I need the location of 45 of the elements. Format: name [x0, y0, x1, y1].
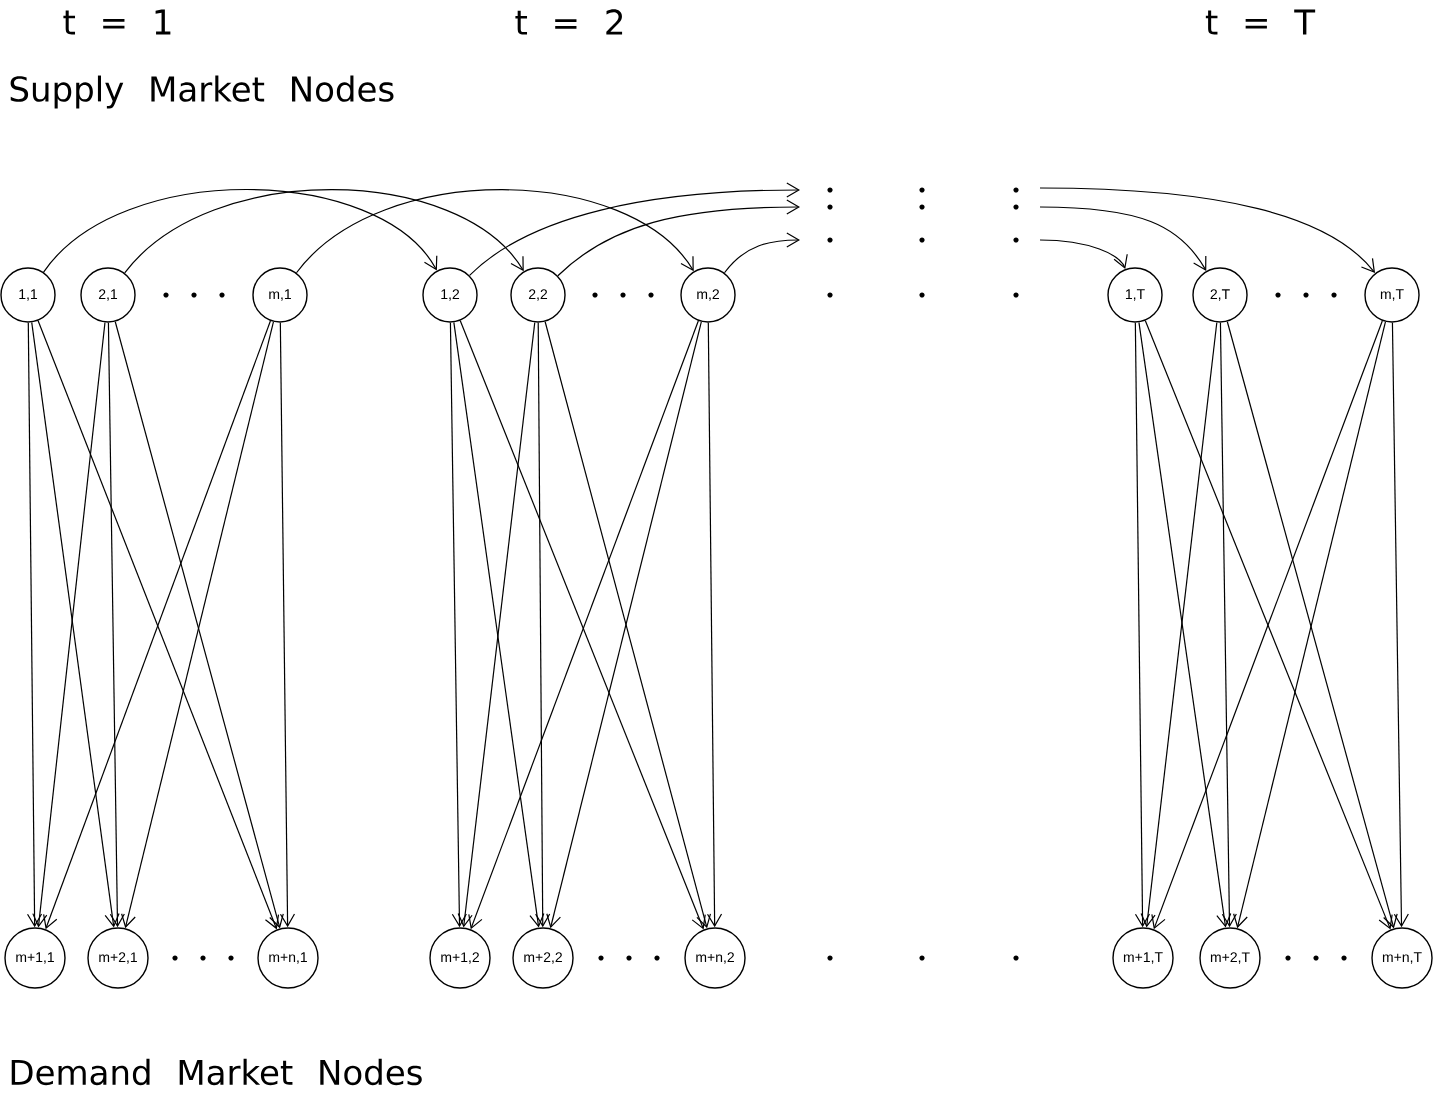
arrow	[449, 322, 467, 928]
arrow	[1140, 321, 1218, 928]
arrow	[1391, 322, 1409, 928]
circle-node: m+n,T	[1371, 927, 1433, 989]
circle-node: m,1	[252, 267, 308, 323]
arrow	[469, 182, 800, 277]
circle-node: 2,T	[1192, 267, 1248, 323]
time-label: t = 1	[63, 9, 171, 35]
arrow	[279, 322, 296, 928]
arrow	[1039, 206, 1207, 271]
time-label: t = T	[1205, 9, 1316, 35]
arrow	[557, 199, 800, 277]
arrow	[535, 322, 551, 928]
circle-node: 1,T	[1107, 267, 1163, 323]
arrow	[26, 322, 43, 928]
circle-node: m+1,T	[1112, 927, 1174, 989]
arrow	[295, 189, 694, 274]
arrow	[1134, 322, 1151, 928]
circle-node: 1,1	[0, 267, 56, 323]
circle-node: 1,2	[422, 267, 478, 323]
arrow	[1039, 239, 1128, 270]
arrow	[1219, 322, 1237, 928]
arrow	[723, 232, 800, 274]
circle-node: m+2,1	[87, 927, 149, 989]
arrow	[706, 322, 723, 928]
circle-node: m,2	[680, 267, 736, 323]
heading-label: Demand Market Nodes	[11, 1058, 422, 1086]
circle-node: m+2,2	[512, 927, 574, 989]
arrow	[1138, 321, 1232, 928]
circle-node: m+n,2	[684, 927, 746, 989]
arrow	[32, 321, 106, 928]
arrow	[1039, 187, 1376, 274]
arrow	[107, 322, 125, 928]
circle-node: m+n,1	[257, 927, 319, 989]
circle-node: 2,1	[80, 267, 136, 323]
circle-node: m,T	[1364, 267, 1420, 323]
heading-label: Supply Market Nodes	[10, 75, 394, 109]
arrow	[43, 188, 438, 273]
arrow	[124, 189, 524, 274]
time-label: t = 2	[515, 9, 623, 35]
circle-node: m+2,T	[1199, 927, 1261, 989]
circle-node: m+1,2	[429, 927, 491, 989]
arrow	[31, 321, 120, 928]
circle-node: m+1,1	[4, 927, 66, 989]
circle-node: 2,2	[510, 267, 566, 323]
